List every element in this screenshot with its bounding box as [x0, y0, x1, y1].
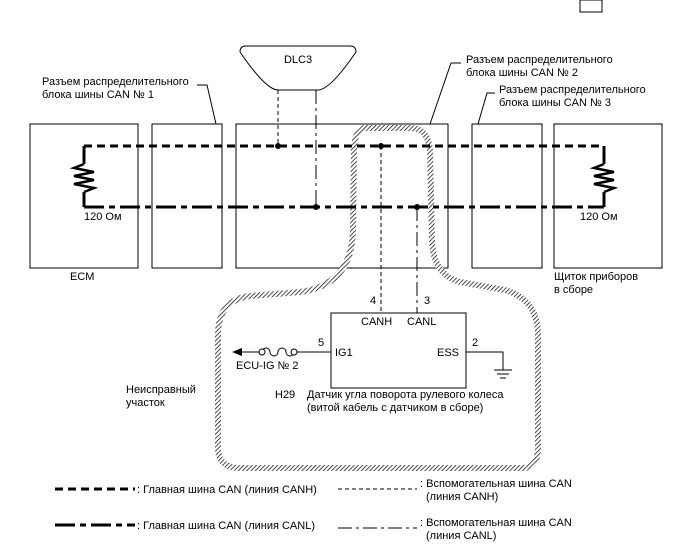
sensor-name-2: (витой кабель с датчиком в сборе) — [307, 402, 483, 414]
arrow-left-icon — [232, 348, 242, 356]
dlc3-label: DLC3 — [284, 54, 312, 66]
fuse-label: ECU-IG № 2 — [236, 360, 299, 372]
pin-canl-number: 3 — [424, 295, 430, 307]
dlc3-canh-junction — [275, 143, 281, 149]
pin-canh-label: CANH — [361, 316, 392, 328]
jb2-callout-1: Разъем распределительного — [466, 54, 613, 66]
pin-canl-label: CANL — [407, 316, 436, 328]
pin-ig1-number: 5 — [318, 337, 324, 349]
sensor-name-1: Датчик угла поворота рулевого колеса — [307, 389, 504, 401]
faulty-callout-2: участок — [126, 397, 165, 409]
right-resistor-label: 120 Ом — [580, 211, 618, 223]
meter-label-1: Щиток приборов — [554, 271, 638, 283]
jb3-callout-2: блока шины CAN № 3 — [499, 97, 611, 109]
legend-sub-canh-2: (линия CANH) — [426, 491, 498, 503]
legend-sub-canl-2: (линия CANL) — [426, 530, 496, 542]
jb1-box — [151, 123, 223, 269]
pin-canh-number: 4 — [370, 295, 376, 307]
legend-sub-canh-1: : Вспомогательная шина CAN — [420, 478, 572, 490]
jb1-callout-1: Разъем распределительного — [42, 76, 189, 88]
fuse-terminal-left — [258, 348, 266, 356]
meter-label-2: в сборе — [554, 284, 593, 296]
sensor-code: H29 — [275, 389, 295, 401]
jb3-leader — [477, 92, 495, 125]
sensor-box — [330, 312, 467, 389]
ess-wire — [466, 351, 504, 370]
pin-ig1-label: IG1 — [335, 347, 353, 359]
legend-main-canl: : Главная шина CAN (линия CANL) — [137, 520, 315, 532]
corner-mark — [579, 0, 603, 13]
ecm-label: ECM — [70, 271, 94, 283]
faulty-area-outline — [215, 125, 541, 471]
pin-ess-label: ESS — [437, 347, 459, 359]
sensor-canl-junction — [414, 204, 420, 210]
jb3-box — [471, 123, 543, 269]
pin-ess-number: 2 — [472, 337, 478, 349]
dlc3-connector — [239, 45, 357, 91]
legend-main-canh: : Главная шина CAN (линия CANH) — [137, 484, 317, 496]
fuse-symbol — [261, 347, 295, 357]
left-resistor — [69, 162, 99, 194]
jb2-callout-2: блока шины CAN № 2 — [466, 67, 578, 79]
dlc3-canl-junction — [313, 204, 319, 210]
jb1-callout-2: блока шины CAN № 1 — [42, 89, 154, 101]
right-resistor — [589, 162, 619, 194]
meter-box — [553, 123, 663, 269]
jb2-leader — [429, 62, 461, 125]
legend-sub-canl-1: : Вспомогательная шина CAN — [420, 517, 572, 529]
left-resistor-label: 120 Ом — [84, 211, 122, 223]
jb3-callout-1: Разъем распределительного — [499, 84, 646, 96]
faulty-callout-1: Неисправный — [126, 384, 196, 396]
jb2-box — [235, 123, 449, 269]
sensor-canh-junction — [378, 143, 384, 149]
jb1-leader — [197, 84, 217, 125]
fuse-terminal-right — [290, 348, 298, 356]
